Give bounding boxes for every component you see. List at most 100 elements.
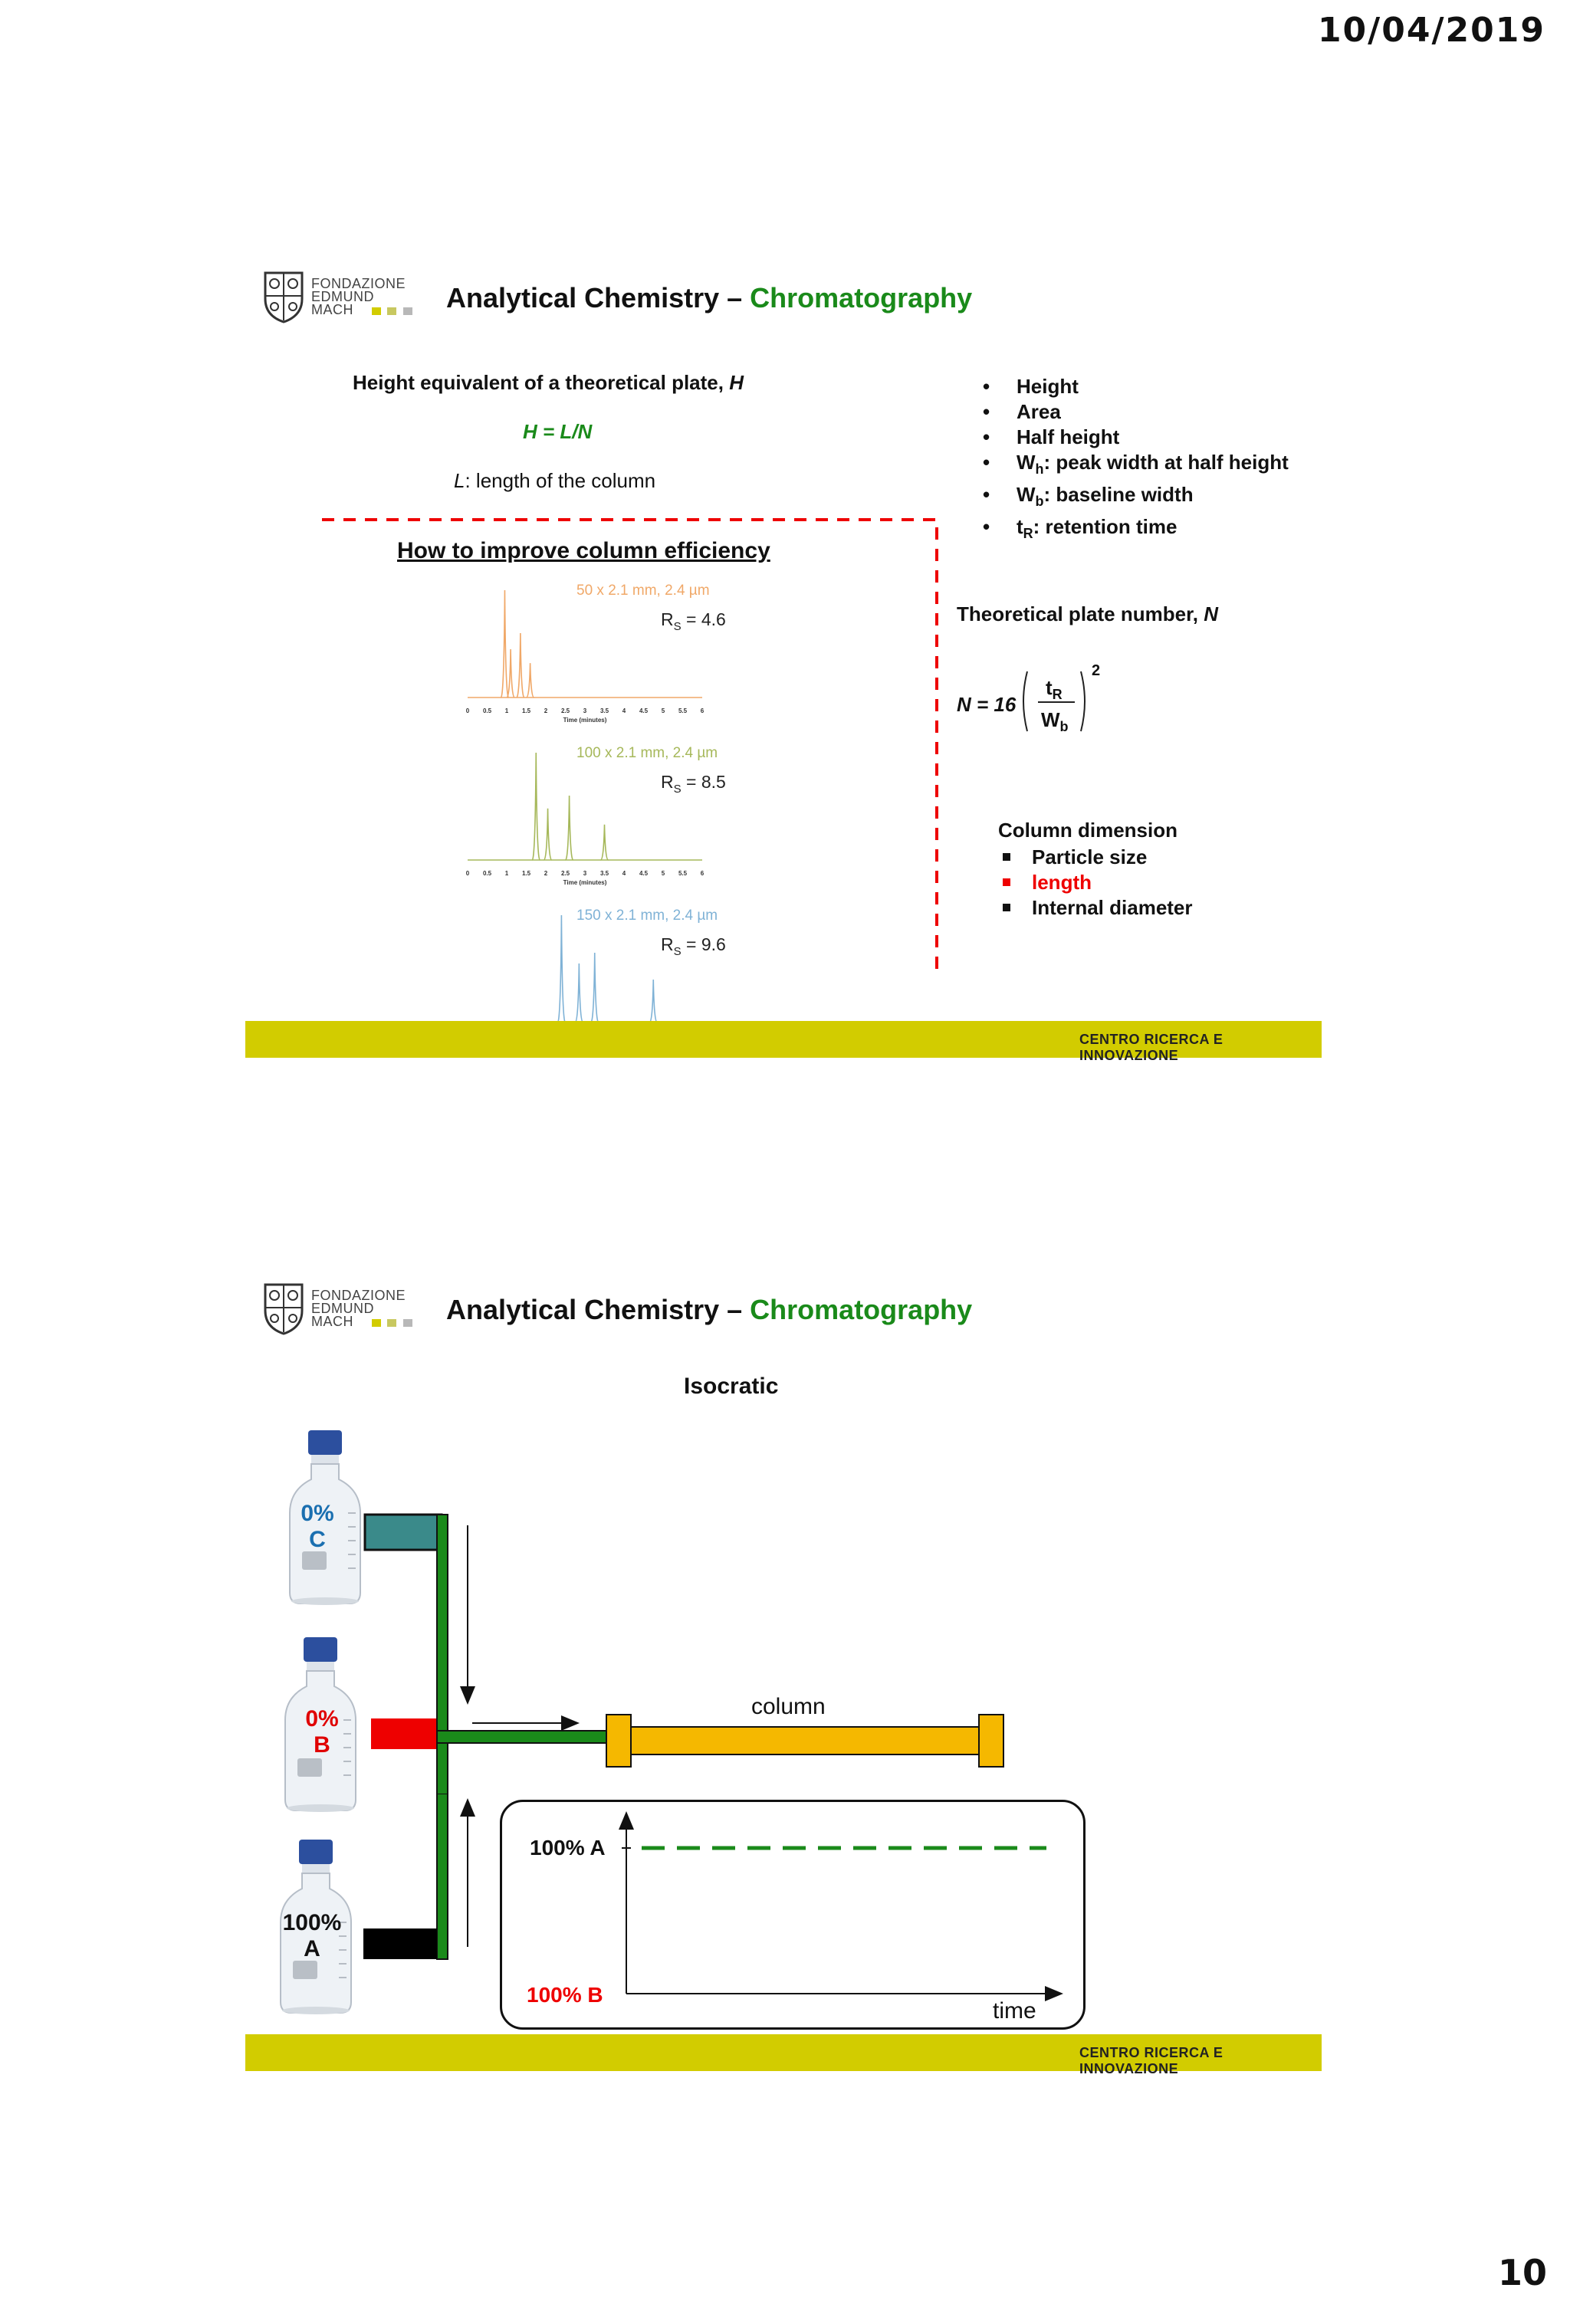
tick-label: 2.5 bbox=[561, 870, 570, 877]
bracket-icon bbox=[1023, 671, 1086, 732]
logo-line-3: MACH bbox=[311, 1315, 412, 1329]
tick-label: 4.5 bbox=[639, 707, 649, 714]
logo-line-2: EDMUND bbox=[311, 289, 374, 304]
dim-length: length bbox=[998, 870, 1305, 895]
chart-panel-overlap bbox=[458, 1021, 741, 1058]
bullet-height: Height bbox=[983, 374, 1320, 399]
channel-c bbox=[363, 1513, 443, 1551]
fem-logo: FONDAZIONE EDMUND MACH bbox=[262, 1280, 415, 1335]
manifold-vertical bbox=[436, 1514, 448, 1794]
bottle-a-letter: A bbox=[304, 1936, 320, 1961]
slide2-footer-text: CENTRO RICERCA E INNOVAZIONE bbox=[1079, 2045, 1223, 2076]
tick-label: 1 bbox=[505, 707, 509, 714]
channel-a-bar bbox=[363, 1928, 437, 1959]
fem-crest-icon bbox=[264, 271, 304, 323]
tick-label: 5.5 bbox=[678, 870, 688, 877]
slide2-footer-bar bbox=[245, 2034, 1322, 2071]
x-axis-label: Time (minutes) bbox=[563, 717, 607, 724]
chart-peak bbox=[526, 663, 535, 698]
gradient-plot: 100% A 100% B time bbox=[500, 1800, 1086, 2030]
hetp-formula: H = L/N bbox=[523, 420, 593, 443]
slide2-title-highlight: Chromatography bbox=[750, 1294, 973, 1325]
logo-line-1: FONDAZIONE bbox=[311, 276, 406, 291]
slide1-footer-text: CENTRO RICERCA E INNOVAZIONE bbox=[1079, 1032, 1223, 1063]
solvent-bottle-a: 100% A bbox=[276, 1838, 356, 2016]
tick-label: 2.5 bbox=[561, 707, 570, 714]
slide1-title-highlight: Chromatography bbox=[750, 282, 973, 313]
bottle-icon bbox=[289, 1430, 361, 1605]
gradient-y-bottom: 100% B bbox=[527, 1983, 603, 2007]
gradient-axes bbox=[619, 1811, 1063, 2001]
column-body bbox=[630, 1726, 980, 1755]
dashed-frame bbox=[322, 518, 938, 977]
peak-parameter-list: Height Area Half height Wh: peak width a… bbox=[983, 374, 1320, 547]
tick-label: 6 bbox=[701, 870, 705, 877]
solvent-bottle-c: 0% C bbox=[285, 1429, 365, 1607]
slide-isocratic: FONDAZIONE EDMUND MACH Analytical Chemis… bbox=[245, 1272, 1322, 2077]
fem-crest-icon bbox=[264, 1283, 304, 1335]
dim-internal-diameter: Internal diameter bbox=[998, 895, 1305, 921]
hetp-heading: Height equivalent of a theoretical plate… bbox=[353, 371, 744, 394]
chart-title: 100 x 2.1 mm, 2.4 µm bbox=[576, 745, 718, 761]
flow-diagram bbox=[363, 1513, 686, 1794]
gradient-y-top: 100% A bbox=[530, 1836, 606, 1860]
chart-peak bbox=[649, 979, 659, 1023]
solvent-bottle-b: 0% B bbox=[281, 1636, 360, 1814]
plate-number-heading: Theoretical plate number, N bbox=[957, 602, 1218, 625]
chart-peak bbox=[506, 648, 515, 698]
plate-formula: N = 16 2 tR Wb bbox=[957, 659, 1141, 743]
chart-title: 50 x 2.1 mm, 2.4 µm bbox=[576, 583, 710, 599]
chart-peak bbox=[574, 963, 584, 1023]
length-definition: L: length of the column bbox=[454, 469, 656, 492]
bottle-icon bbox=[284, 1637, 356, 1812]
dim-particle-size: Particle size bbox=[998, 845, 1305, 870]
plate-exponent: 2 bbox=[1092, 662, 1101, 679]
slide2-title: Analytical Chemistry – Chromatography bbox=[446, 1294, 973, 1325]
bottle-b-letter: B bbox=[314, 1732, 330, 1758]
logo-line-2: EDMUND bbox=[311, 1301, 374, 1316]
channel-b bbox=[371, 1718, 442, 1749]
bullet-tr: tR: retention time bbox=[983, 514, 1320, 547]
elution-mode: Isocratic bbox=[684, 1374, 779, 1399]
bullet-half-height: Half height bbox=[983, 425, 1320, 450]
chart-peak bbox=[516, 632, 525, 698]
improve-heading: How to improve column efficiency bbox=[397, 538, 770, 563]
plate-numerator: tR bbox=[1046, 676, 1063, 703]
fem-logo: FONDAZIONE EDMUND MACH bbox=[262, 268, 415, 323]
logo-squares-icon bbox=[371, 1316, 412, 1329]
chart-peak bbox=[531, 752, 541, 861]
resolution-label: RS = 9.6 bbox=[661, 934, 726, 958]
tick-label: 5 bbox=[662, 707, 665, 714]
logo-line-1: FONDAZIONE bbox=[311, 1288, 406, 1303]
bullet-wh: Wh: peak width at half height bbox=[983, 450, 1320, 482]
tick-label: 1.5 bbox=[522, 707, 531, 714]
chart-peak bbox=[590, 952, 599, 1023]
column-dimension-heading: Column dimension bbox=[998, 819, 1178, 842]
bottle-c-percent: 0% bbox=[301, 1501, 334, 1526]
bottle-a-percent: 100% bbox=[282, 1910, 342, 1935]
tick-label: 2 bbox=[544, 707, 548, 714]
page-date: 10/04/2019 bbox=[1317, 11, 1545, 50]
tick-label: 0 bbox=[466, 870, 470, 877]
column-label: column bbox=[751, 1694, 826, 1719]
bottle-b-percent: 0% bbox=[305, 1706, 339, 1732]
tick-label: 2 bbox=[544, 870, 548, 877]
tick-label: 0.5 bbox=[483, 870, 492, 877]
chart-peak bbox=[543, 808, 553, 861]
tick-label: 0 bbox=[466, 707, 470, 714]
slide1-footer-bar bbox=[245, 1021, 1322, 1058]
slide1-title: Analytical Chemistry – Chromatography bbox=[446, 282, 973, 313]
tick-label: 1.5 bbox=[522, 870, 531, 877]
chart-peak bbox=[557, 914, 567, 1023]
resolution-label: RS = 8.5 bbox=[661, 772, 726, 796]
column-dimension-list: Particle size length Internal diameter bbox=[998, 845, 1305, 921]
plate-formula-lhs: N = 16 bbox=[957, 693, 1017, 716]
resolution-label: RS = 4.6 bbox=[661, 609, 726, 633]
chart-peak bbox=[564, 795, 574, 861]
tick-label: 3.5 bbox=[600, 707, 609, 714]
page-number: 10 bbox=[1497, 2252, 1547, 2293]
tick-label: 6 bbox=[701, 707, 705, 714]
tick-label: 4.5 bbox=[639, 870, 649, 877]
plate-denominator: Wb bbox=[1041, 708, 1069, 735]
bullet-wb: Wb: baseline width bbox=[983, 482, 1320, 514]
